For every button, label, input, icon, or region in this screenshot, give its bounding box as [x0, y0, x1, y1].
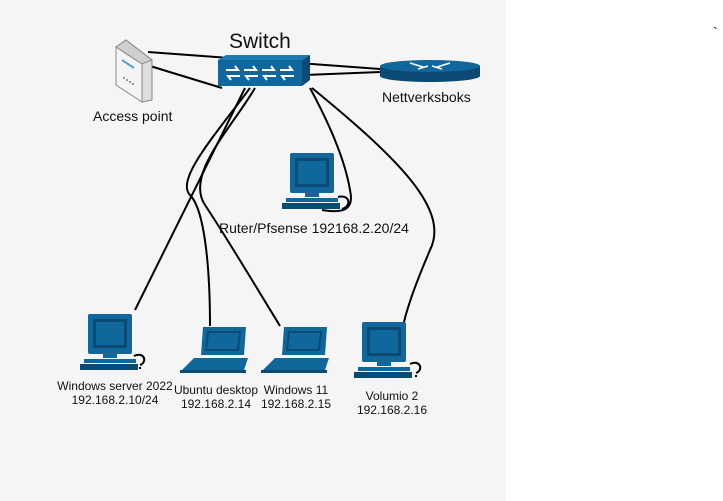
link-switch-router — [304, 71, 381, 76]
ubuntu-laptop-icon[interactable] — [180, 327, 248, 373]
corner-mark: ` — [713, 24, 718, 40]
windows11-laptop-icon[interactable] — [261, 327, 329, 373]
router-icon[interactable] — [380, 60, 480, 82]
nettverksboks-label: Nettverksboks — [382, 89, 471, 105]
pc-ip: 192.168.2.10/24 — [71, 393, 159, 407]
ruter-pc-icon[interactable] — [282, 153, 350, 210]
pc-name: Windows server 2022 — [57, 379, 173, 393]
access-point-label: Access point — [93, 108, 173, 124]
pc-label-windows11: Windows 11 192.168.2.15 — [256, 383, 336, 411]
link-switch-windows11 — [199, 87, 281, 327]
access-point-icon[interactable] — [115, 39, 154, 103]
link-switch-windows-server — [134, 87, 246, 311]
link-switch-volumio — [311, 87, 436, 323]
connections — [134, 51, 436, 327]
pc-name: Volumio 2 — [365, 389, 419, 403]
pc-ip: 192.168.2.16 — [356, 403, 428, 417]
pc-name: Ubuntu desktop — [173, 383, 259, 397]
windows-server-pc-icon[interactable] — [80, 314, 146, 370]
pc-name: Windows 11 — [263, 383, 329, 397]
link-ap-switch — [149, 65, 223, 89]
pc-ip: 192.168.2.14 — [180, 397, 252, 411]
link-switch-ubuntu — [185, 87, 251, 327]
switch-icon[interactable] — [218, 55, 310, 86]
volumio-pc-icon[interactable] — [354, 322, 422, 378]
ruter-label: Ruter/Pfsense 192168.2.20/24 — [219, 220, 409, 236]
pc-ip: 192.168.2.15 — [260, 397, 332, 411]
pc-label-ubuntu: Ubuntu desktop 192.168.2.14 — [171, 383, 261, 411]
pc-label-windows-server: Windows server 2022 192.168.2.10/24 — [54, 379, 176, 407]
link-switch-ruter — [309, 87, 352, 213]
pc-label-volumio: Volumio 2 192.168.2.16 — [352, 389, 432, 417]
switch-label: Switch — [229, 30, 291, 53]
